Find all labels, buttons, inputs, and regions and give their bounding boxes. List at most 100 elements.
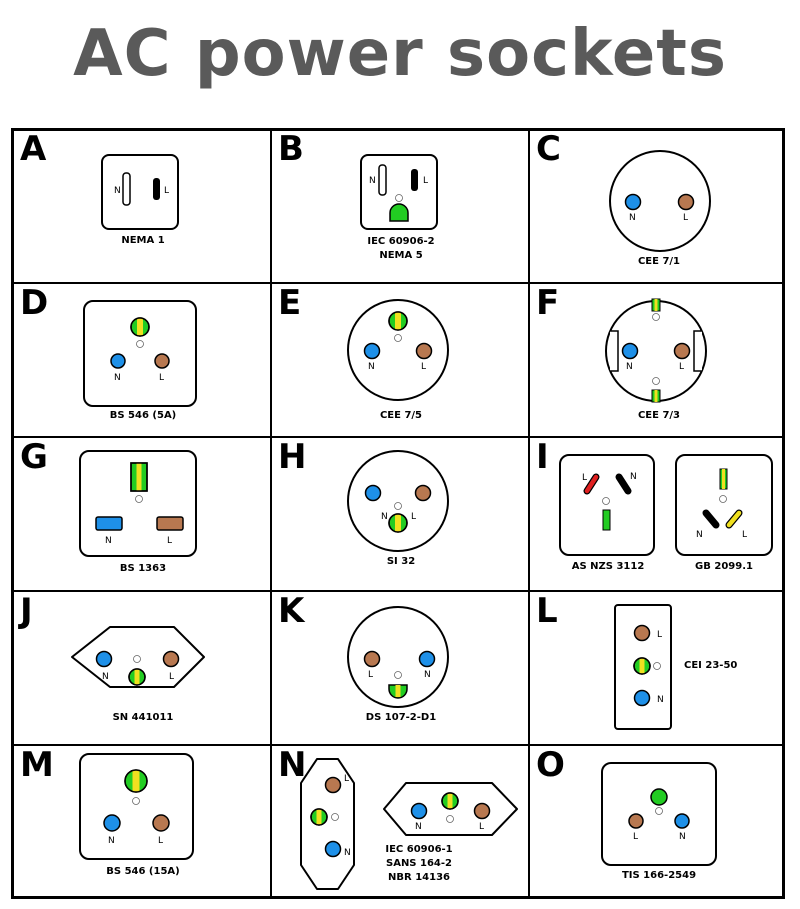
page-title: AC power sockets [73, 17, 727, 91]
grid-divider [14, 590, 782, 592]
socket-letter: J [20, 591, 33, 631]
socket-caption: SI 32 [272, 555, 530, 569]
caption-line: GB 2099.1 [695, 561, 753, 572]
pin-label-l: L [683, 213, 688, 223]
socket-letter: I [536, 437, 549, 477]
socket-letter: A [20, 129, 47, 169]
pin-label-n: N [679, 832, 686, 842]
grid-divider [14, 436, 782, 438]
socket-cell-g: G N L BS 1363 [14, 437, 272, 593]
cee7-3-socket-drawing: N L [605, 298, 707, 403]
pin-label-l: L [368, 670, 373, 680]
pin-label-l: L [344, 774, 349, 784]
socket-cell-c: C N L CEE 7/1 [530, 129, 788, 285]
pin-label-n: N [415, 822, 422, 832]
pin-label-l: L [421, 362, 426, 372]
socket-letter: F [536, 283, 560, 323]
caption-line: AS NZS 3112 [571, 561, 645, 572]
caption-line: BS 1363 [119, 563, 167, 574]
socket-caption: CEE 7/3 [530, 409, 788, 423]
socket-cell-e: E N L CEE 7/5 [272, 283, 530, 439]
cei23-50-socket-drawing: L N [614, 604, 672, 730]
bs546-5a-socket-drawing: N L [83, 300, 197, 407]
pin-label-l: L [742, 530, 747, 540]
caption-line: BS 546 (15A) [106, 866, 180, 877]
socket-cell-l: L L N CEI 23-50 [530, 591, 788, 747]
grid-divider [270, 131, 272, 896]
socket-caption: DS 107-2-D1 [272, 711, 530, 725]
caption-line: IEC 60906-1 [385, 844, 453, 855]
pin-label-n: N [630, 472, 637, 482]
pin-label-l: L [423, 176, 428, 186]
socket-cell-m: M N L BS 546 (15A) [14, 746, 272, 901]
grid-divider [14, 282, 782, 284]
socket-cell-i: I L N N L AS NZS 3112 GB 2099.1 [530, 437, 788, 593]
si32-socket-drawing: N L [347, 450, 449, 552]
pin-label-l: L [582, 473, 587, 483]
caption-line: CEI 23-50 [684, 660, 738, 671]
socket-caption: BS 546 (5A) [14, 409, 272, 423]
caption-line: DS 107-2-D1 [365, 712, 437, 723]
socket-caption: CEE 7/5 [272, 409, 530, 423]
socket-cell-o: O L N TIS 166-2549 [530, 745, 788, 901]
pin-label-l: L [159, 373, 164, 383]
pin-label-l: L [164, 186, 169, 196]
socket-caption: AS NZS 3112 [560, 560, 656, 574]
pin-label-l: L [169, 672, 174, 682]
socket-letter: B [278, 129, 304, 169]
tis166-socket-drawing: L N [601, 762, 717, 866]
socket-caption: GB 2099.1 [676, 560, 772, 574]
pin-label-n: N [108, 836, 115, 846]
socket-cell-n: N L N N L IEC 60906-1 SANS 164-2 NBR 141… [272, 745, 530, 901]
pin-label-l: L [633, 832, 638, 842]
cee7-1-socket-drawing: N L [609, 150, 711, 252]
pin-label-l: L [479, 822, 484, 832]
caption-line: CEE 7/5 [379, 410, 423, 421]
caption-line: IEC 60906-2 [367, 236, 435, 247]
pin-label-n: N [629, 213, 636, 223]
socket-cell-d: D N L BS 546 (5A) [14, 283, 272, 439]
socket-letter: E [278, 283, 302, 323]
grid-divider [14, 744, 782, 746]
grid-divider [528, 131, 530, 896]
socket-cell-a: A N L NEMA 1 [14, 129, 272, 285]
socket-cell-h: H N L SI 32 [272, 437, 530, 593]
caption-line: NEMA 5 [379, 250, 423, 261]
bs1363-socket-drawing: N L [79, 450, 197, 557]
socket-letter: G [20, 437, 48, 477]
pin-label-n: N [696, 530, 703, 540]
socket-letter: L [536, 591, 558, 631]
socket-letter: C [536, 129, 561, 169]
socket-cell-j: J N L SN 441011 [14, 591, 272, 747]
pin-label-l: L [158, 836, 163, 846]
socket-cell-b: B N L IEC 60906-2 NEMA 5 [272, 129, 530, 285]
socket-letter: D [20, 283, 49, 323]
caption-line: BS 546 (5A) [109, 410, 177, 421]
socket-letter: O [536, 745, 565, 785]
pin-label-l: L [167, 536, 172, 546]
iec60906-2-socket-drawing: N L [360, 154, 438, 230]
caption-line: SANS 164-2 [386, 858, 452, 869]
socket-caption: BS 1363 [14, 562, 272, 576]
socket-letter: H [278, 437, 307, 477]
socket-caption: IEC 60906-2 NEMA 5 [272, 235, 530, 263]
socket-caption: NEMA 1 [14, 234, 272, 248]
pin-label-l: L [411, 512, 416, 522]
socket-caption: IEC 60906-1 SANS 164-2 NBR 14136 [364, 843, 474, 885]
socket-letter: N [278, 745, 307, 785]
asnzs3112-gb2099-socket-drawing: L N N L [559, 454, 773, 556]
socket-letter: K [278, 591, 305, 631]
caption-line: SI 32 [386, 556, 416, 567]
sn441011-socket-drawing: N L [71, 626, 205, 688]
pin-label-n: N [368, 362, 375, 372]
pin-label-n: N [369, 176, 376, 186]
caption-line: TIS 166-2549 [621, 870, 697, 881]
socket-caption: SN 441011 [14, 711, 272, 725]
bs546-15a-socket-drawing: N L [79, 753, 194, 860]
socket-cell-k: K L N DS 107-2-D1 [272, 591, 530, 747]
pin-label-n: N [114, 373, 121, 383]
pin-label-n: N [102, 672, 109, 682]
pin-label-n: N [114, 186, 121, 196]
socket-caption: TIS 166-2549 [530, 869, 788, 883]
socket-cell-f: F N L CEE 7/3 [530, 283, 788, 439]
